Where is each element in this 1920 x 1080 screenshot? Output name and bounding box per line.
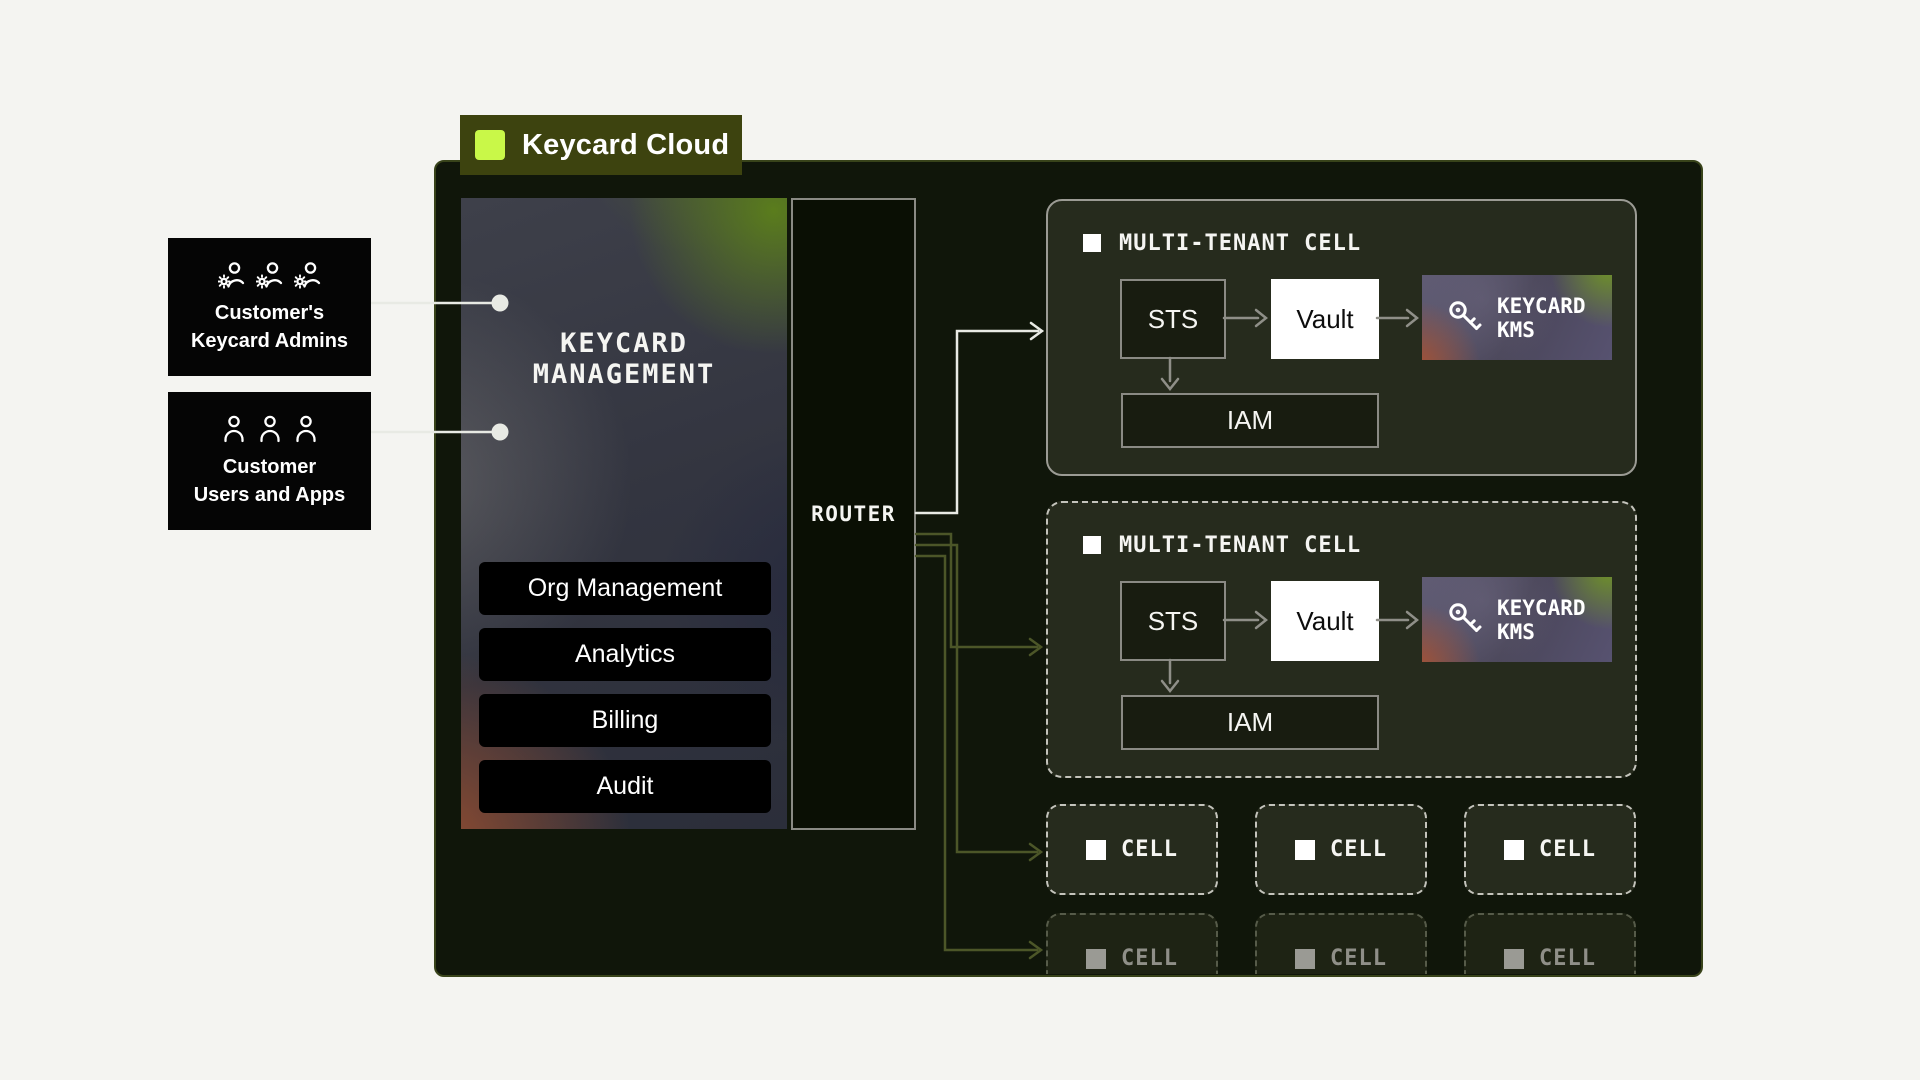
cell-square-icon xyxy=(1083,234,1101,252)
analytics-button: Analytics xyxy=(479,628,771,681)
cell-box-dimmed: CELL xyxy=(1255,913,1427,974)
users-icon-row xyxy=(221,414,319,444)
cell-box: CELL xyxy=(1464,804,1636,895)
cell-square-icon xyxy=(1504,948,1524,969)
users-box-label: Customer Users and Apps xyxy=(193,456,346,506)
multi-tenant-cell-1: MULTI-TENANT CELL STS Vault IAM KEYCARD … xyxy=(1046,199,1637,476)
iam-node: IAM xyxy=(1121,393,1379,448)
keycard-kms-node: KEYCARD KMS xyxy=(1422,577,1612,662)
admin-user-icon xyxy=(293,262,320,289)
router-node: ROUTER xyxy=(791,198,916,830)
cell-box-dimmed: CELL xyxy=(1046,913,1218,974)
cell-label: CELL xyxy=(1121,837,1178,862)
customer-users-apps-box: Customer Users and Apps xyxy=(168,392,371,530)
cell-label: CELL xyxy=(1539,946,1596,971)
cell-square-icon xyxy=(1086,948,1106,969)
cell-box: CELL xyxy=(1046,804,1218,895)
cell-label: CELL xyxy=(1539,837,1596,862)
keycard-kms-node: KEYCARD KMS xyxy=(1422,275,1612,360)
keycard-kms-label: KEYCARD KMS xyxy=(1497,294,1586,342)
vault-node: Vault xyxy=(1271,581,1379,661)
cell-square-icon xyxy=(1295,948,1315,969)
customer-keycard-admins-box: Customer's Keycard Admins xyxy=(168,238,371,376)
audit-button: Audit xyxy=(479,760,771,813)
vault-node: Vault xyxy=(1271,279,1379,359)
badge-label: Keycard Cloud xyxy=(522,128,730,161)
keycard-cloud-badge: Keycard Cloud xyxy=(460,115,742,175)
brand-square-icon xyxy=(475,130,505,160)
user-icon xyxy=(223,415,244,443)
cell-label: CELL xyxy=(1330,837,1387,862)
org-management-button: Org Management xyxy=(479,562,771,615)
multi-tenant-cell-label: MULTI-TENANT CELL xyxy=(1119,533,1362,558)
iam-node: IAM xyxy=(1121,695,1379,750)
multi-tenant-cell-2: MULTI-TENANT CELL STS Vault IAM KEYCARD … xyxy=(1046,501,1637,778)
cell-square-icon xyxy=(1504,839,1524,860)
cell-box: CELL xyxy=(1255,804,1427,895)
sts-node: STS xyxy=(1120,279,1226,359)
key-icon xyxy=(1449,603,1482,632)
admins-box-label: Customer's Keycard Admins xyxy=(190,302,349,352)
cell-box-dimmed: CELL xyxy=(1464,913,1636,974)
sts-node: STS xyxy=(1120,581,1226,661)
billing-button: Billing xyxy=(479,694,771,747)
keycard-management-title: KEYCARD MANAGEMENT xyxy=(532,328,716,390)
cell-square-icon xyxy=(1295,839,1315,860)
cell-square-icon xyxy=(1086,839,1106,860)
admin-users-icon-row xyxy=(217,260,322,290)
keycard-management-panel: KEYCARD MANAGEMENT Org Management Analyt… xyxy=(461,198,787,829)
cell-square-icon xyxy=(1083,536,1101,554)
key-icon xyxy=(1449,301,1482,330)
admin-user-icon xyxy=(217,262,244,289)
user-icon xyxy=(259,415,280,443)
user-icon xyxy=(295,415,316,443)
cell-label: CELL xyxy=(1121,946,1178,971)
admin-user-icon xyxy=(255,262,282,289)
cell-label: CELL xyxy=(1330,946,1387,971)
keycard-kms-label: KEYCARD KMS xyxy=(1497,596,1586,644)
multi-tenant-cell-label: MULTI-TENANT CELL xyxy=(1119,231,1362,256)
